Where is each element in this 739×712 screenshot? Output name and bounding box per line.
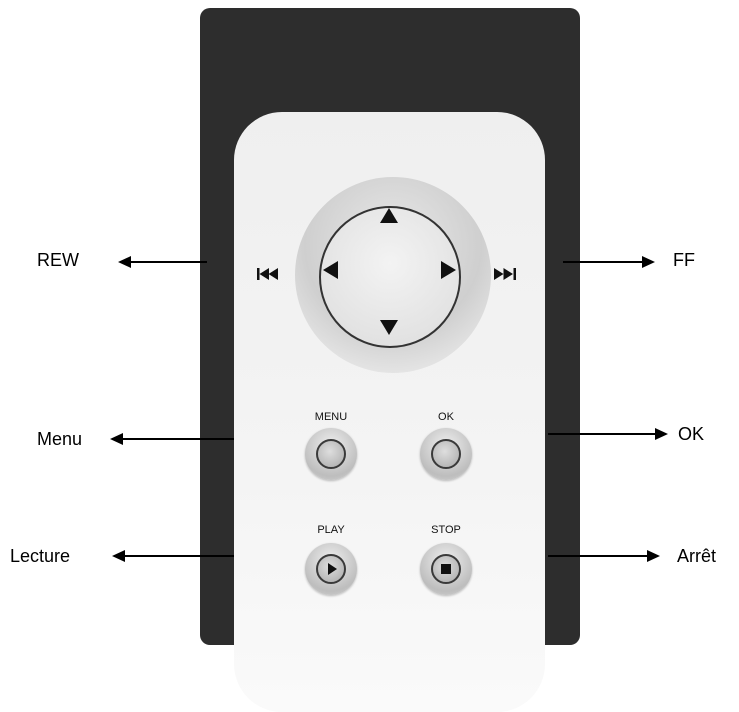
- skip-back-icon[interactable]: [257, 268, 279, 280]
- lecture-callout-label: Lecture: [10, 546, 71, 566]
- stop-button-face: [431, 554, 461, 584]
- lecture-arrowhead: [112, 550, 125, 562]
- menu-button[interactable]: [305, 428, 357, 480]
- ok-button-caption: OK: [438, 411, 454, 423]
- arret-arrowhead: [647, 550, 660, 562]
- stop-button[interactable]: [420, 543, 472, 595]
- menu-callout-label: Menu: [37, 429, 83, 449]
- triangle-down-icon[interactable]: [380, 320, 398, 335]
- play-button-face: [316, 554, 346, 584]
- stop-button-caption: STOP: [431, 524, 461, 536]
- menu-button-caption: MENU: [314, 411, 348, 423]
- menu-arrowhead: [110, 433, 123, 445]
- arret-callout-label: Arrêt: [677, 546, 717, 566]
- triangle-up-icon[interactable]: [380, 208, 398, 223]
- ff-arrow-line: [563, 261, 643, 263]
- ok-callout-label: OK: [678, 424, 705, 444]
- rew-arrowhead: [118, 256, 131, 268]
- triangle-left-icon[interactable]: [323, 261, 338, 279]
- skip-forward-icon[interactable]: [494, 268, 516, 280]
- arret-arrow-line: [548, 555, 648, 557]
- ok-arrow-line: [548, 433, 656, 435]
- play-button-caption: PLAY: [317, 524, 345, 536]
- stop-icon: [441, 564, 451, 574]
- menu-button-face: [316, 439, 346, 469]
- rew-callout-label: REW: [37, 250, 79, 270]
- play-button[interactable]: [305, 543, 357, 595]
- rew-arrow-line: [130, 261, 207, 263]
- play-icon: [328, 563, 337, 575]
- triangle-right-icon[interactable]: [441, 261, 456, 279]
- menu-arrow-line: [122, 438, 234, 440]
- ff-callout-label: FF: [673, 250, 695, 270]
- ok-button-face: [431, 439, 461, 469]
- ok-arrowhead: [655, 428, 668, 440]
- ok-button[interactable]: [420, 428, 472, 480]
- lecture-arrow-line: [124, 555, 234, 557]
- ff-arrowhead: [642, 256, 655, 268]
